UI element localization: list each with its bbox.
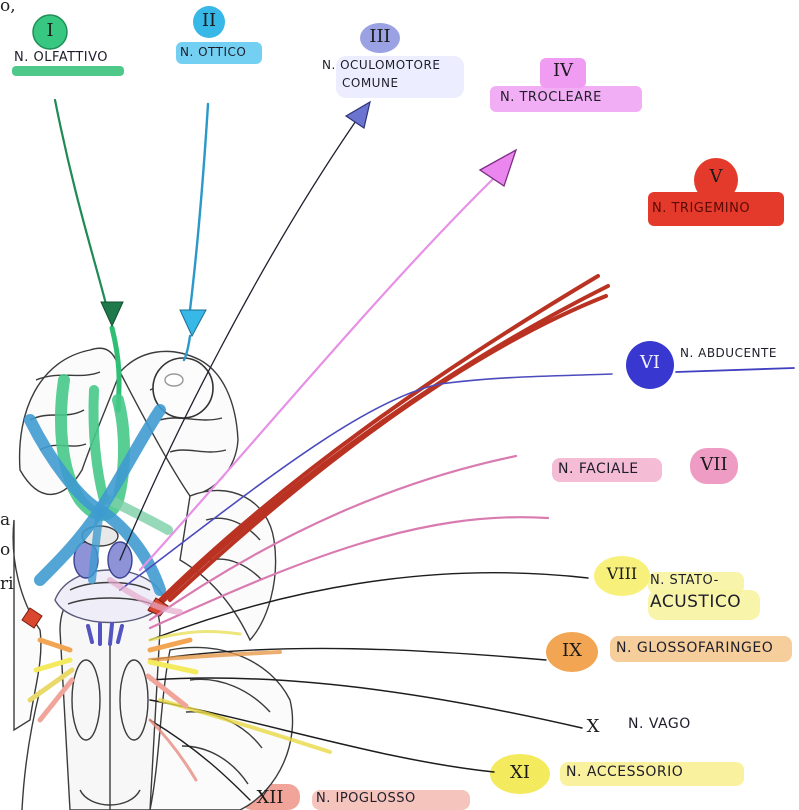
line-X <box>149 677 583 729</box>
line-IX <box>149 647 547 661</box>
label-ottico: N. OTTICO <box>180 45 247 59</box>
highlight-faciale <box>552 458 662 482</box>
line-III <box>119 117 359 561</box>
line-IV <box>138 176 496 572</box>
numeral-IX: IX <box>562 640 582 661</box>
brain-base <box>12 347 294 810</box>
label-olfattivo: N. OLFATTIVO <box>14 50 109 65</box>
line-VIII <box>149 572 589 641</box>
label-statoacustico-line2: ACUSTICO <box>650 592 742 612</box>
line-V-c <box>168 294 608 602</box>
edge-fragment-3: ri <box>0 574 14 594</box>
numeral-X: X <box>586 716 600 737</box>
highlight-ipoglosso <box>312 790 470 810</box>
line-VI <box>119 373 613 591</box>
label-glossofaringeo: N. GLOSSOFARINGEO <box>616 640 774 656</box>
badge-VI <box>626 341 674 389</box>
numeral-IV: IV <box>552 60 574 81</box>
badge-I <box>32 14 68 50</box>
nerve-lines <box>21 100 795 801</box>
arrow-III <box>344 100 371 129</box>
numeral-VIII: VIII <box>606 564 638 583</box>
edge-fragment-1: a <box>0 510 11 530</box>
badge-IX <box>546 632 598 672</box>
badge-III <box>360 23 400 53</box>
line-VII-b <box>148 516 550 630</box>
optic-arrow <box>179 309 207 338</box>
label-oculomotore: N. OCULOMOTORE <box>322 58 441 72</box>
olfactory-arrow <box>100 301 124 328</box>
badge-V <box>694 158 738 202</box>
numeral-VI: VI <box>639 352 661 373</box>
highlight-stato <box>648 572 744 594</box>
highlight-accessorio <box>560 762 744 786</box>
highlight-trocleare <box>490 86 642 112</box>
line-VII-a <box>148 454 518 622</box>
eyeball <box>152 357 214 419</box>
label-highlights <box>12 42 792 810</box>
numeral-VII: VII <box>700 454 728 475</box>
numeral-badges <box>32 6 738 810</box>
numeral-II: II <box>201 10 217 31</box>
highlight-stato2 <box>648 590 760 620</box>
badge-VII <box>690 448 738 484</box>
label-trigemino: N. TRIGEMINO <box>652 201 751 216</box>
badge-XI <box>490 754 550 794</box>
line-V-a <box>148 274 600 612</box>
label-ipoglosso: N. IPOGLOSSO <box>316 791 416 806</box>
arrow-IV <box>478 148 518 188</box>
numeral-XI: XI <box>510 762 530 783</box>
label-vago: N. VAGO <box>628 716 691 732</box>
left-temporal-lobe <box>12 519 42 732</box>
line-XII <box>149 719 251 801</box>
highlight-glosso <box>610 636 792 662</box>
badge-IV <box>540 58 586 88</box>
label-faciale: N. FACIALE <box>558 461 639 477</box>
highlight-olfattivo <box>12 66 124 76</box>
nerve-roots <box>27 622 199 723</box>
edge-fragment-top: o, <box>0 0 16 16</box>
numeral-XII: XII <box>256 787 284 808</box>
badge-VIII <box>594 556 650 596</box>
edge-fragment-2: o <box>0 540 11 560</box>
label-abducente: N. ABDUCENTE <box>680 346 777 360</box>
badge-II <box>193 6 225 38</box>
numeral-V: V <box>709 166 723 187</box>
highlight-ottico <box>176 42 262 64</box>
label-trocleare: N. TROCLEARE <box>500 90 602 105</box>
highlight-trigemino <box>648 192 784 226</box>
optic-nerve-path <box>24 102 210 596</box>
label-statoacustico: N. STATO- <box>650 573 719 588</box>
highlight-oculomotore <box>336 56 464 98</box>
numeral-III: III <box>369 26 391 47</box>
label-accessorio: N. ACCESSORIO <box>566 764 684 780</box>
label-oculomotore-line2: COMUNE <box>342 76 399 90</box>
numeral-I: I <box>46 20 54 41</box>
